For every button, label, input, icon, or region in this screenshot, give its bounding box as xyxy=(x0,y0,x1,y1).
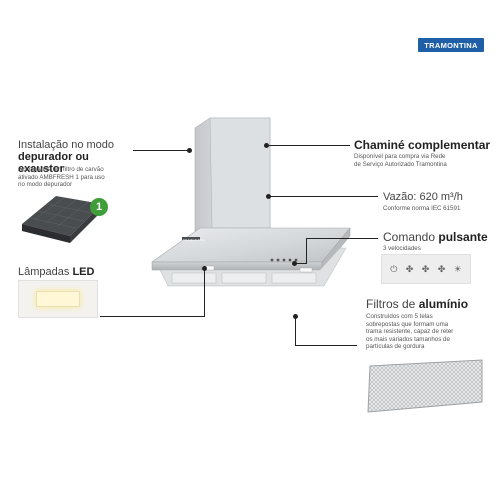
chimney-description: Disponível para compra via Rede de Servi… xyxy=(354,153,447,168)
control-description: 3 velocidades xyxy=(383,245,421,252)
filters-title: Filtros de alumínio xyxy=(366,297,469,311)
light-icon: ☀ xyxy=(453,263,462,274)
led-leader-dot xyxy=(202,266,207,271)
recirculation-badge: 1 xyxy=(90,198,108,216)
recirculation-title: Instalação no modo depurador ou exaustor xyxy=(18,139,115,175)
filters-leader-line-vertical xyxy=(295,316,296,346)
airflow-leader-line xyxy=(268,196,378,197)
control-panel-image: ⏻ ✤ ✤ ✤ ☀ xyxy=(381,254,471,284)
led-leader-line xyxy=(100,316,204,317)
fan-speed-2-icon: ✤ xyxy=(421,263,430,274)
led-title: Lâmpadas LED xyxy=(18,266,95,278)
filters-leader-line xyxy=(295,345,357,346)
brand-logo: TRAMONTINA xyxy=(418,38,484,52)
led-leader-line-vertical xyxy=(204,268,205,317)
aluminum-filter-image xyxy=(367,359,483,413)
hood-brand-label: TRAMONTINA xyxy=(183,238,205,242)
control-title: Comando pulsante xyxy=(383,230,488,244)
fan-speed-1-icon: ✤ xyxy=(405,263,414,274)
control-leader-line xyxy=(294,263,306,264)
airflow-title: Vazão: 620 m³/h xyxy=(383,191,463,203)
chimney-title: Chaminé complementar xyxy=(354,138,491,152)
recirculation-description: Acompanha um filtro de carvão ativado AM… xyxy=(18,166,105,188)
filters-description: Construídos com 5 telas sobrepostas que … xyxy=(366,313,454,350)
chimney-leader-line xyxy=(266,145,350,146)
fan-speed-3-icon: ✤ xyxy=(437,263,446,274)
control-leader-line-vertical xyxy=(306,238,307,264)
control-leader-line-top xyxy=(306,238,378,239)
led-lamp-image xyxy=(18,280,98,318)
power-icon: ⏻ xyxy=(390,263,398,274)
recirculation-leader-line xyxy=(133,150,190,151)
range-hood-image xyxy=(151,117,351,287)
airflow-description: Conforme norma IEC 61591 xyxy=(383,205,461,212)
recirculation-leader-dot xyxy=(187,148,192,153)
hood-canopy xyxy=(151,227,351,263)
